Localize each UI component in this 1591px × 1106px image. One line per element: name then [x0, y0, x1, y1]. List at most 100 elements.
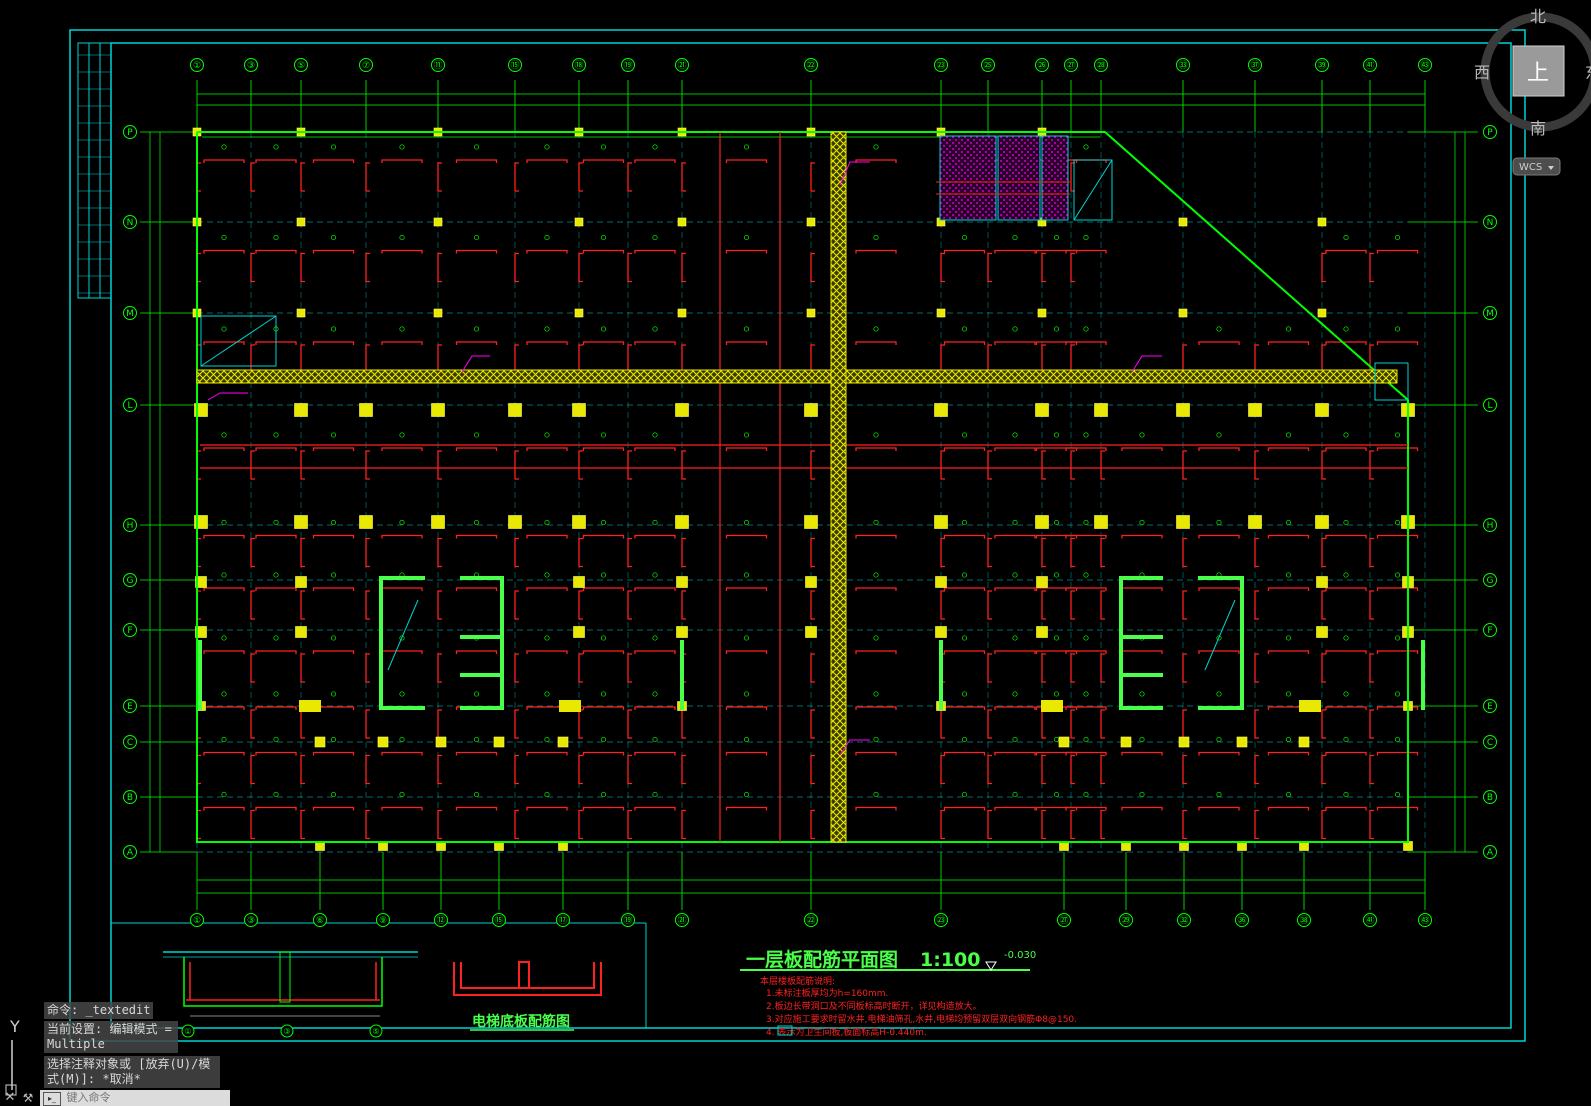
column [573, 576, 585, 588]
rebar-top [1376, 341, 1419, 345]
rebar-side [1041, 344, 1046, 374]
viewcube-west[interactable]: 西 [1474, 63, 1490, 82]
rebar-side [1254, 709, 1259, 739]
rebar-top [381, 587, 423, 591]
axis-bubble-top: ㉓ [934, 58, 948, 72]
rebar-side [514, 809, 519, 840]
axis-bubble-label: ㉖ [1037, 60, 1046, 71]
rebar-side [514, 590, 519, 620]
rebar-top [634, 341, 676, 345]
axis-bubble-label: P [127, 128, 133, 138]
rebar-tag [743, 791, 750, 798]
axis-bubble-label: ㊶ [1365, 915, 1374, 926]
rebar-side [1182, 809, 1187, 840]
command-input[interactable] [66, 1091, 207, 1104]
rebar-side [627, 809, 632, 840]
axis-bubble-circle [981, 58, 995, 72]
column [574, 217, 584, 227]
axis-bubble-label: B [1487, 793, 1493, 803]
rebar-top [1035, 249, 1078, 254]
column [1035, 515, 1049, 529]
rebar-top [1035, 534, 1078, 539]
rebar-side [1041, 252, 1046, 283]
rebar-side [810, 252, 815, 283]
command-input-bar[interactable]: ▸_ [40, 1090, 230, 1106]
command-prompt-icon[interactable]: ▸_ [43, 1092, 61, 1106]
rebar-side [1182, 754, 1187, 785]
rebar-top [943, 706, 986, 710]
axis-bubble-circle [1177, 913, 1191, 927]
axis-bubble-top: ⑤ [294, 58, 308, 72]
rebar-top [381, 650, 423, 654]
rebar-tag [961, 234, 968, 241]
axis-bubble-circle [1094, 58, 1108, 72]
rebar-top [1035, 587, 1078, 591]
rebar-top [526, 341, 568, 345]
rebar-tag [473, 519, 480, 526]
rebar-side [627, 709, 632, 739]
rebar-top [1267, 650, 1310, 654]
close-icon[interactable]: ✕ [4, 1090, 16, 1105]
core-walls [198, 576, 1425, 710]
axis-bubble-label: A [1487, 848, 1494, 858]
rebar-tag [330, 519, 337, 526]
wcs-menu-button[interactable] [1512, 157, 1561, 176]
rebar-tag [1394, 519, 1401, 526]
rebar-top [1121, 806, 1163, 811]
rebar-top [725, 650, 768, 654]
rebar-tag [1216, 691, 1222, 697]
rebar-tag [330, 234, 337, 241]
rebar-tag [1343, 326, 1349, 332]
rebar-tag [544, 572, 550, 578]
axis-bubble-top: ㉘ [1094, 58, 1108, 72]
column [295, 626, 307, 638]
rebar-tag [873, 635, 879, 641]
axis-bubble-circle [1064, 58, 1078, 72]
rebar-tag [544, 234, 550, 241]
rebar-tag [399, 736, 405, 743]
rebar-side [300, 344, 305, 374]
rebar-top [725, 341, 768, 345]
rebar-top [1325, 447, 1367, 451]
viewcube-north[interactable]: 北 [1530, 7, 1546, 26]
rebar-top [725, 447, 768, 451]
column [1120, 736, 1132, 748]
rebar-top [634, 159, 676, 163]
axis-bubble-circle [123, 306, 137, 320]
axis-bubble-label: ㉝ [1178, 60, 1187, 71]
viewcube-east[interactable]: 东 [1585, 63, 1591, 82]
rebar-top [855, 249, 897, 254]
rebar-top [855, 650, 897, 654]
axis-bubble-bottom: ㉗ [1057, 913, 1071, 927]
column [1315, 403, 1329, 417]
rebar-top [943, 806, 986, 811]
rebar-top [1376, 534, 1419, 539]
rebar-tag [600, 144, 607, 150]
rebar-top [255, 587, 297, 591]
rebar-tag [221, 519, 227, 526]
axis-bubble-bottom: ㉓ [934, 913, 948, 927]
axis-bubble-label: ⑤ [372, 1027, 379, 1036]
axis-bubble-circle [123, 398, 137, 412]
rebar-top [1325, 249, 1367, 254]
rebar-top [1035, 806, 1078, 811]
viewcube-south[interactable]: 南 [1530, 119, 1546, 138]
wrench-icon[interactable]: ⚒ [22, 1091, 34, 1105]
rebar-side [250, 252, 255, 283]
rebar-side [681, 344, 686, 374]
rebar-tag [1139, 791, 1145, 798]
column [806, 217, 816, 227]
viewcube-ring[interactable] [1480, 12, 1591, 132]
axis-bubble-left: M [123, 306, 137, 320]
rebar-side [987, 344, 992, 374]
viewcube-top-face[interactable] [1512, 45, 1565, 97]
viewcube[interactable]: 上 北 南 西 东 WCS [1474, 7, 1591, 176]
rebar-tag [1053, 791, 1060, 798]
rebar-side [940, 590, 945, 620]
axis-bubble-top: ① [190, 58, 204, 72]
rebar-top [1121, 751, 1163, 756]
rebar-tag [1139, 736, 1145, 743]
rebar-side [987, 590, 992, 620]
column [1236, 736, 1248, 748]
